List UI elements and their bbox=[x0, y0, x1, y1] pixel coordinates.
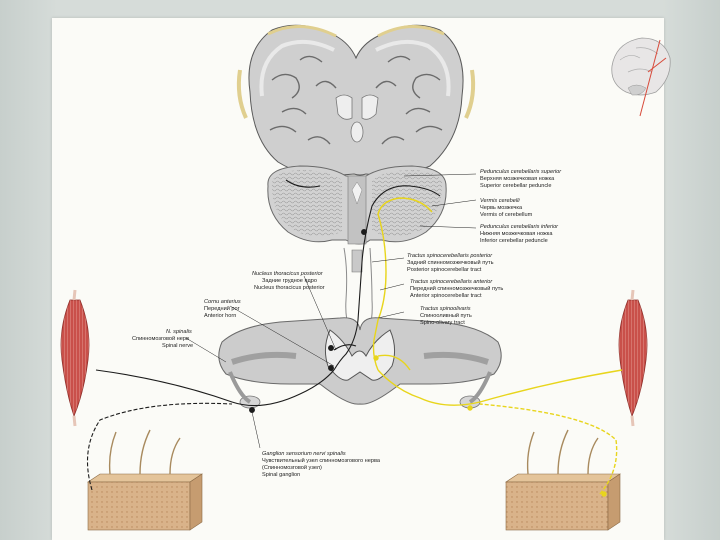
yellow-pathway bbox=[372, 197, 623, 497]
cerebellum bbox=[267, 165, 447, 273]
label-ganglion-1: Ganglion sensorium nervi spinalis bbox=[262, 451, 346, 457]
muscle-left-icon bbox=[60, 289, 90, 427]
muscle-right-icon bbox=[618, 289, 648, 427]
label-nucleus-2: Задние грудное ядро bbox=[262, 278, 317, 284]
label-nucleus-3: Nucleus thoracicus posterior bbox=[254, 285, 325, 291]
label-vermis-1: Vermis cerebelli bbox=[480, 198, 520, 204]
brain-section bbox=[236, 24, 476, 177]
label-inf-ped-1: Pedunculus cerebellaris inferior bbox=[480, 224, 559, 230]
leader-lines bbox=[185, 173, 477, 449]
label-vermis-2: Червь мозжечка bbox=[480, 205, 523, 211]
label-nerve-1: N. spinalis bbox=[166, 329, 192, 335]
label-nerve-2: Спинномозговой нерв bbox=[132, 335, 189, 342]
label-olivary-1: Tractus spinoolivaris bbox=[420, 306, 471, 312]
label-nucleus-1: Nucleus thoracicus posterior bbox=[252, 271, 324, 277]
label-ganglion-2: Чувствительный узел спинномозгового нерв… bbox=[262, 457, 381, 464]
label-sup-ped-1: Pedunculus cerebellaris superior bbox=[480, 169, 562, 175]
label-inf-ped-3: Inferior cerebellar peduncle bbox=[480, 238, 548, 244]
label-cornu-3: Anterior horn bbox=[204, 313, 236, 319]
label-sup-ped-2: Верхняя мозжечковая ножка bbox=[480, 176, 555, 182]
label-sup-ped-3: Superior cerebellar peduncle bbox=[480, 183, 552, 189]
label-ant-tract-2: Передний спинномозжечковый путь bbox=[410, 285, 503, 292]
label-post-tract-3: Posterior spinocerebellar tract bbox=[407, 267, 482, 273]
label-olivary-2: Спинооливный путь bbox=[420, 312, 472, 319]
label-ant-tract-3: Anterior spinocerebellar tract bbox=[410, 293, 482, 299]
label-ganglion-4: Spinal ganglion bbox=[262, 472, 300, 478]
label-post-tract-1: Tractus spinocerebellaris posterior bbox=[407, 253, 493, 259]
skin-block-left-icon bbox=[87, 429, 203, 531]
label-nerve-3: Spinal nerve bbox=[162, 343, 193, 349]
label-ganglion-3: (Спинномозговой узел) bbox=[262, 464, 322, 471]
label-ant-tract-1: Tractus spinocerebellaris anterior bbox=[410, 279, 493, 285]
black-pathway bbox=[87, 179, 441, 491]
label-olivary-3: Spino-olivary tract bbox=[420, 320, 465, 326]
spinal-cord-section bbox=[218, 317, 502, 409]
label-post-tract-2: Задний спинномозжечковый путь bbox=[407, 259, 494, 266]
brain-inset-icon bbox=[611, 37, 671, 117]
label-inf-ped-2: Нижняя мозжечковая ножка bbox=[480, 231, 553, 237]
label-vermis-3: Vermis of cerebellum bbox=[480, 212, 533, 218]
label-cornu-1: Cornu anterius bbox=[204, 299, 241, 305]
labels: Pedunculus cerebellaris superior Верхняя… bbox=[132, 169, 562, 478]
label-cornu-2: Передний рог bbox=[204, 305, 240, 312]
skin-block-right-icon bbox=[505, 429, 621, 531]
